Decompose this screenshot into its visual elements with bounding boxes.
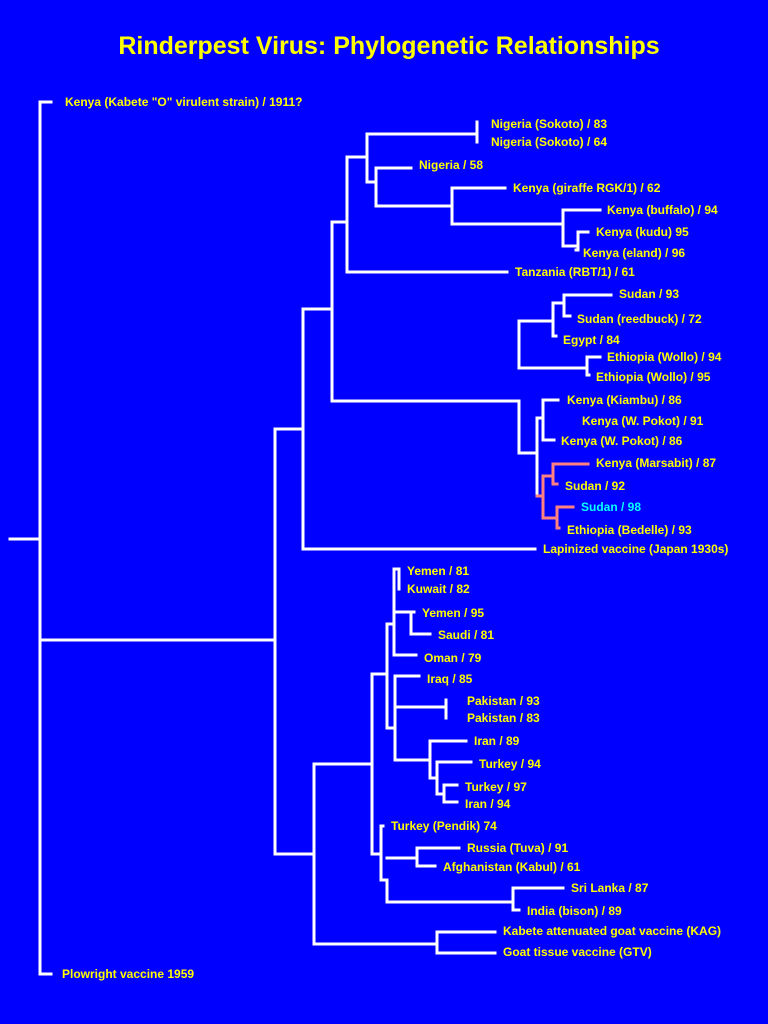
taxon-label-kag-vaccine: Kabete attenuated goat vaccine (KAG) (503, 924, 721, 938)
taxon-label-tanzania-rbt1-61: Tanzania (RBT/1) / 61 (515, 265, 635, 279)
taxon-label-ethiopia-bedelle-93: Ethiopia (Bedelle) / 93 (567, 523, 692, 537)
taxon-label-afghanistan-kabul-61: Afghanistan (Kabul) / 61 (443, 860, 581, 874)
taxon-label-nigeria-58: Nigeria / 58 (419, 158, 483, 172)
taxon-label-egypt-84: Egypt / 84 (563, 333, 620, 347)
taxon-label-kuwait-82: Kuwait / 82 (407, 582, 470, 596)
taxon-label-yemen-81: Yemen / 81 (407, 564, 469, 578)
taxon-label-sudan-93: Sudan / 93 (619, 287, 679, 301)
taxon-label-lapinized-vaccine: Lapinized vaccine (Japan 1930s) (543, 542, 728, 556)
taxon-label-kenya-kabete-o: Kenya (Kabete "O" virulent strain) / 191… (65, 95, 302, 109)
tree-branches (8, 100, 613, 976)
taxon-label-pakistan-93: Pakistan / 93 (467, 694, 540, 708)
taxon-label-nigeria-sokoto-64: Nigeria (Sokoto) / 64 (491, 135, 607, 149)
taxon-label-iran-89: Iran / 89 (474, 734, 520, 748)
taxon-label-sudan-reedbuck-72: Sudan (reedbuck) / 72 (577, 312, 702, 326)
taxon-label-sudan-98: Sudan / 98 (581, 500, 641, 514)
taxon-label-sri-lanka-87: Sri Lanka / 87 (571, 881, 649, 895)
taxon-label-kenya-kudu-95: Kenya (kudu) 95 (596, 225, 689, 239)
taxon-label-plowright-1959: Plowright vaccine 1959 (62, 967, 194, 981)
taxon-label-turkey-pendik-74: Turkey (Pendik) 74 (391, 819, 497, 833)
taxon-label-gtv-vaccine: Goat tissue vaccine (GTV) (503, 945, 652, 959)
taxon-label-sudan-92: Sudan / 92 (565, 479, 625, 493)
taxon-label-russia-tuva-91: Russia (Tuva) / 91 (467, 841, 568, 855)
taxon-label-ethiopia-wollo-94: Ethiopia (Wollo) / 94 (607, 350, 722, 364)
taxon-label-iraq-85: Iraq / 85 (427, 672, 473, 686)
taxon-label-kenya-wpokot-91: Kenya (W. Pokot) / 91 (582, 414, 704, 428)
taxon-label-pakistan-83: Pakistan / 83 (467, 711, 540, 725)
taxon-label-kenya-buffalo-94: Kenya (buffalo) / 94 (607, 203, 718, 217)
taxon-label-nigeria-sokoto-83: Nigeria (Sokoto) / 83 (491, 117, 607, 131)
taxon-labels: Kenya (Kabete "O" virulent strain) / 191… (62, 95, 728, 981)
taxon-label-kenya-wpokot-86: Kenya (W. Pokot) / 86 (561, 434, 683, 448)
taxon-label-iran-94: Iran / 94 (465, 797, 511, 811)
taxon-label-yemen-95: Yemen / 95 (422, 606, 484, 620)
taxon-label-kenya-giraffe-62: Kenya (giraffe RGK/1) / 62 (513, 181, 661, 195)
taxon-label-ethiopia-wollo-95: Ethiopia (Wollo) / 95 (596, 370, 711, 384)
taxon-label-saudi-81: Saudi / 81 (438, 628, 494, 642)
taxon-label-kenya-eland-96: Kenya (eland) / 96 (583, 246, 685, 260)
taxon-label-oman-79: Oman / 79 (424, 651, 482, 665)
taxon-label-turkey-97: Turkey / 97 (465, 780, 527, 794)
diagram-title: Rinderpest Virus: Phylogenetic Relations… (118, 32, 660, 60)
taxon-label-kenya-marsabit-87: Kenya (Marsabit) / 87 (596, 456, 716, 470)
taxon-label-kenya-kiambu-86: Kenya (Kiambu) / 86 (567, 393, 682, 407)
taxon-label-turkey-94: Turkey / 94 (479, 757, 541, 771)
taxon-label-india-bison-89: India (bison) / 89 (527, 904, 622, 918)
